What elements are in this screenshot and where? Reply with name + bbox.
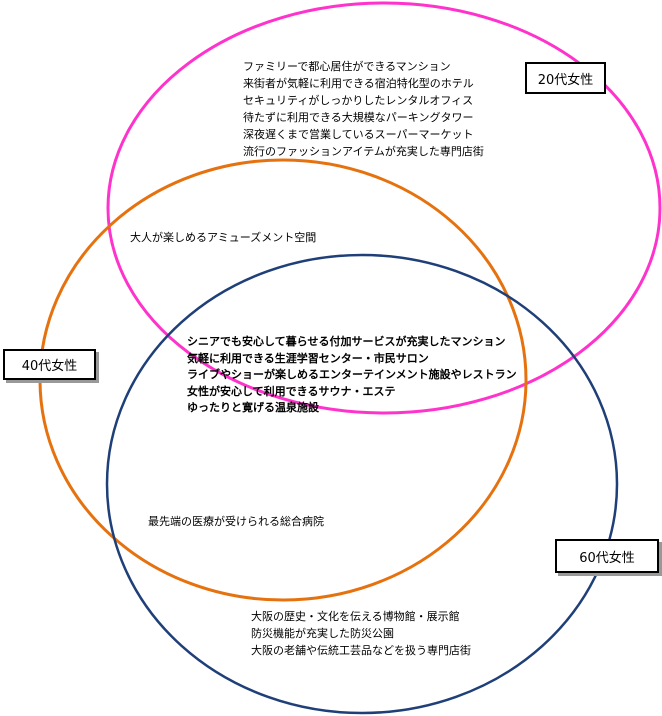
list-item: 待たずに利用できる大規模なパーキングタワー [243,111,474,124]
list-item: 大阪の歴史・文化を伝える博物館・展示館 [251,610,460,623]
label-40s-text: 40代女性 [21,359,78,374]
list-item: 大阪の老舗や伝統工芸品などを扱う専門店街 [251,644,471,657]
label-40s: 40代女性 [3,349,96,380]
list-item: 流行のファッションアイテムが充実した専門店街 [243,145,484,158]
label-60s-text: 60代女性 [579,550,635,566]
list-item: シニアでも安心して暮らせる付加サービスが充実したマンション [187,335,506,348]
circle-40s [38,158,528,602]
list-item: 最先端の医療が受けられる総合病院 [148,515,324,528]
list-item: ライブやショーが楽しめるエンターテインメント施設やレストラン [187,368,517,381]
list-item: 大人が楽しめるアミューズメント空間 [130,231,317,244]
list-item: 女性が安心して利用できるサウナ・エステ [187,384,396,398]
circle-60s [105,253,619,715]
list-item: 防災機能が充実した防災公園 [251,627,394,640]
label-60s: 60代女性 [555,539,659,573]
twenties-only-list: ファミリーで都心居住ができるマンション 来街者が気軽に利用できる宿泊特化型のホテ… [243,58,484,160]
list-item: 来街者が気軽に利用できる宿泊特化型のホテル [243,77,474,90]
label-20s-text: 20代女性 [537,72,594,88]
list-item: 気軽に利用できる生涯学習センター・市民サロン [187,351,429,365]
list-item: 深夜遅くまで営業しているスーパーマーケット [243,128,474,141]
forties-sixties-list: 最先端の医療が受けられる総合病院 [148,513,324,530]
circle-20s [106,1,662,415]
label-20s: 20代女性 [525,62,606,94]
twenties-forties-list: 大人が楽しめるアミューズメント空間 [130,229,316,246]
list-item: ゆったりと寛げる温泉施設 [187,401,319,414]
list-item: ファミリーで都心居住ができるマンション [243,60,451,73]
list-item: セキュリティがしっかりしたレンタルオフィス [243,94,474,107]
all-three-list: シニアでも安心して暮らせる付加サービスが充実したマンション 気軽に利用できる生涯… [187,334,517,417]
sixties-only-list: 大阪の歴史・文化を伝える博物館・展示館 防災機能が充実した防災公園 大阪の老舗や… [251,608,471,659]
